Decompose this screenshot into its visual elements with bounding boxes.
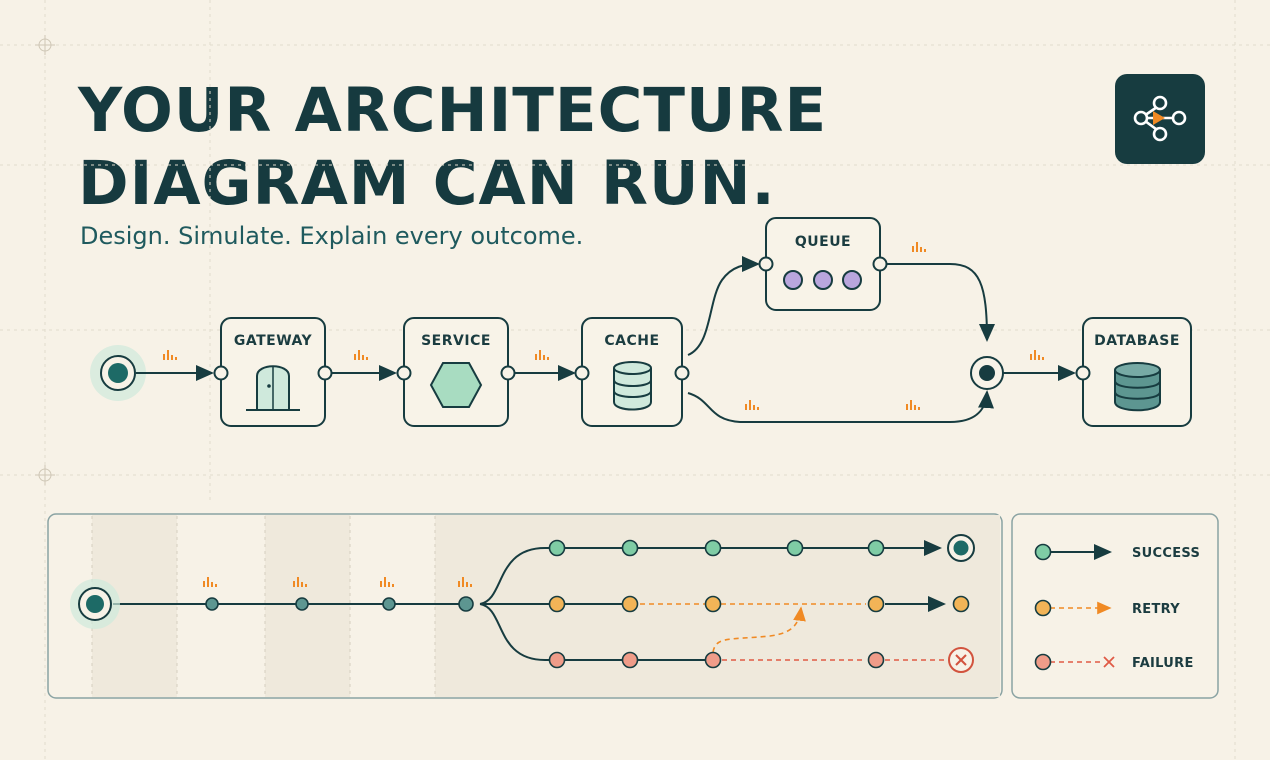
success-end-node[interactable] [947,534,975,562]
legend-panel: SUCCESS RETRY FAILURE [1011,513,1219,699]
gateway-label: GATEWAY [234,333,313,349]
database-icon [1114,362,1161,412]
timeline-start-node[interactable] [70,579,120,629]
legend-success: SUCCESS [1034,543,1200,561]
queue-label: QUEUE [795,234,851,250]
service-node[interactable]: SERVICE [396,317,516,427]
service-label: SERVICE [421,333,491,349]
hexagon-icon [429,362,483,408]
success-path-events [548,539,885,557]
cache-node[interactable]: CACHE [574,317,690,427]
retry-path-events [548,595,970,613]
tagline: Design. Simulate. Explain every outcome. [80,222,584,250]
flow-connections [136,256,1076,423]
failure-end-icon [948,647,974,673]
legend-failure-label: FAILURE [1132,656,1194,671]
flow-graph-icon [1133,95,1187,142]
legend-retry-label: RETRY [1132,602,1180,617]
headline: YOUR ARCHITECTURE DIAGRAM CAN RUN. [78,74,827,220]
app-logo [1115,74,1205,164]
legend-retry: RETRY [1034,599,1180,617]
database-node[interactable]: DATABASE [1075,317,1192,427]
simulation-timeline-panel [47,513,1003,699]
queue-items-icon [783,270,862,290]
cylinder-icon [613,361,652,411]
legend-success-label: SUCCESS [1132,546,1200,561]
headline-line-2: DIAGRAM CAN RUN. [78,148,776,219]
failure-path-events [548,651,885,669]
merge-node[interactable] [970,356,1004,390]
database-label: DATABASE [1094,333,1180,349]
queue-node[interactable]: QUEUE [758,217,888,311]
headline-line-1: YOUR ARCHITECTURE [78,75,828,146]
gateway-node[interactable]: GATEWAY [213,317,333,427]
start-node[interactable] [90,345,146,401]
cache-label: CACHE [604,333,659,349]
legend-failure: FAILURE [1034,653,1194,671]
door-icon [246,365,300,411]
timeline-steps [205,596,474,612]
crosshair-marks [35,35,55,485]
timeline-paths [113,540,946,661]
